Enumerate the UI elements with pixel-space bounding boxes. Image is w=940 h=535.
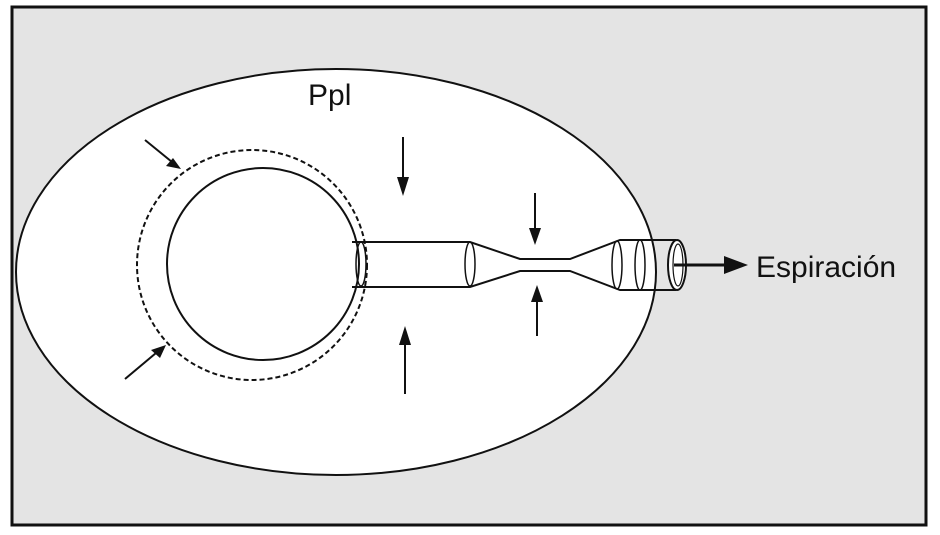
- pressure-arrow-airway-bottom-head: [399, 326, 411, 345]
- pressure-arrow-lower-left-shaft: [124, 352, 157, 380]
- pressure-arrow-narrowing-top-head: [529, 228, 541, 245]
- expiration-label: Espiración: [756, 251, 896, 284]
- alveolus-circle: [166, 167, 360, 361]
- airway-tube: [350, 239, 676, 291]
- pressure-arrow-upper-left-head: [166, 158, 181, 169]
- pressure-arrow-upper-left-shaft: [144, 139, 173, 163]
- alveolus-dashed-outline: [136, 149, 368, 381]
- airway-ring-2: [464, 241, 476, 287]
- expiration-arrow-head: [724, 256, 748, 274]
- pressure-arrow-lower-left-head: [151, 345, 166, 358]
- pleural-pressure-label: Ppl: [308, 79, 351, 112]
- airway-ring-3: [611, 240, 623, 290]
- airway-ring-1: [355, 241, 367, 287]
- pressure-arrow-narrowing-bottom-head: [531, 285, 543, 302]
- pressure-arrow-airway-top-head: [397, 177, 409, 196]
- airway-ring-4: [634, 239, 646, 291]
